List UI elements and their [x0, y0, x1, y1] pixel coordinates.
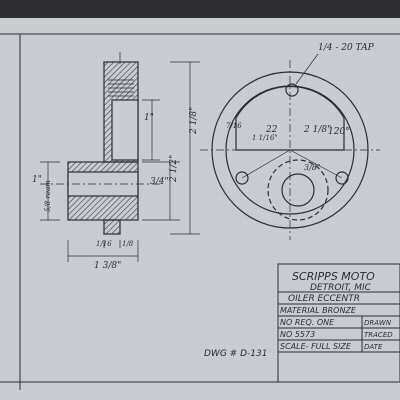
overall-dia-label: 2 1/2"	[169, 155, 179, 183]
recess-label: 3/4"	[150, 177, 169, 187]
angle-line-1	[289, 149, 343, 179]
dwg-number: DWG # D-131	[204, 349, 267, 359]
width-label: 1 3/8"	[94, 261, 121, 271]
title-block	[277, 263, 400, 383]
tapped-hole-2	[235, 171, 249, 185]
bore-circle	[281, 173, 315, 207]
part-name: OILER ECCENTR	[288, 294, 360, 304]
slot-window	[235, 85, 345, 151]
flange-lower	[103, 219, 121, 235]
section-view	[40, 61, 160, 235]
rim-dia-label: 2 1/8"	[303, 125, 331, 135]
radius-label: 7/16	[226, 122, 242, 130]
hole-dia-label: 3/8"	[304, 163, 321, 172]
slot-label: 1 1/16"	[252, 134, 278, 142]
angle-small-label: 22	[265, 125, 278, 135]
company-name: SCRIPPS MOTO	[292, 270, 375, 283]
date: DATE	[364, 343, 383, 351]
company-location: DETROIT, MIC	[310, 283, 372, 293]
section-dimensions	[40, 52, 200, 262]
drawing-number: NO 5573	[280, 330, 315, 339]
flange-gap-label: 1/16	[96, 240, 112, 248]
angle-label: 120°	[328, 127, 350, 137]
hub-circle	[267, 159, 329, 221]
drawn-by: DRAWN	[364, 319, 392, 327]
bore-label: 1"	[144, 113, 154, 123]
tap-label: 1/4 - 20 TAP	[318, 43, 375, 53]
tap-leader	[295, 53, 319, 85]
traced-by: TRACED	[364, 331, 393, 339]
side-recess-label: 5/8 ream	[44, 180, 52, 212]
paper-grid	[0, 18, 400, 400]
hub-dia-label: 2 1/8"	[189, 107, 199, 135]
scale: SCALE- FULL SIZE	[280, 342, 352, 351]
thread-marks	[108, 79, 134, 97]
flange-gap-2-label: 1/8	[122, 240, 134, 248]
material: MATERIAL BRONZE	[280, 306, 357, 315]
tapped-hole-1	[285, 83, 299, 97]
front-view	[200, 53, 380, 240]
labels: 1/4 - 20 TAP 2 1/8" 2 1/2" 1" 3/4" 1" 5/…	[32, 43, 393, 359]
quantity: NO REQ. ONE	[280, 318, 335, 327]
side-height-label: 1"	[32, 175, 42, 185]
flange-recess	[111, 99, 139, 161]
tapped-hole-3	[335, 171, 349, 185]
angle-line-2	[241, 149, 291, 179]
